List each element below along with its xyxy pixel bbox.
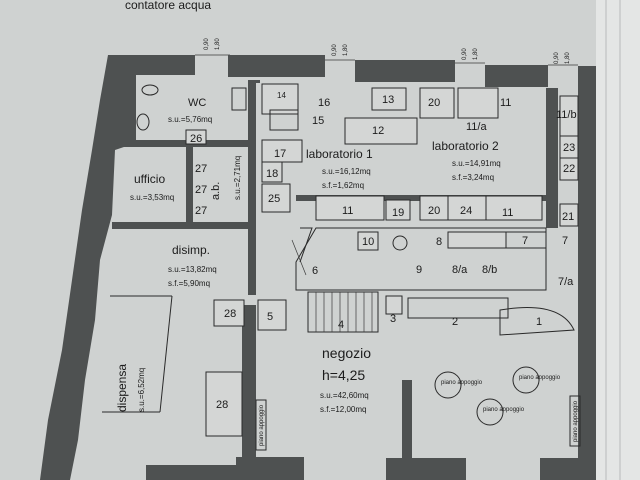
svg-text:23: 23 xyxy=(563,142,575,154)
svg-text:7/a: 7/a xyxy=(558,276,574,288)
svg-text:20: 20 xyxy=(428,97,440,109)
outer-walls xyxy=(40,55,596,480)
dispensa-shelving xyxy=(102,295,173,413)
room-disimp-area: s.u.=13,82mq xyxy=(168,265,217,274)
room-ab-name: a.b. xyxy=(210,182,222,200)
water-meter-label: contatore acqua xyxy=(125,0,211,12)
room-disimp-sf: s.f.=5,90mq xyxy=(168,279,210,288)
room-ufficio-name: ufficio xyxy=(134,172,165,186)
svg-text:0,90: 0,90 xyxy=(204,38,210,50)
svg-text:piano appoggio: piano appoggio xyxy=(573,400,579,442)
svg-text:1,80: 1,80 xyxy=(473,48,479,60)
svg-text:17: 17 xyxy=(274,148,286,160)
room-lab2-name: laboratorio 2 xyxy=(432,139,499,153)
svg-text:18: 18 xyxy=(266,168,278,180)
room-labels: WC s.u.=5,76mq ufficio s.u.=3,53mq a.b. … xyxy=(115,97,501,414)
room-ab-area: s.u.=2,71mq xyxy=(233,156,242,200)
room-negozio-sf: s.f.=12,00mq xyxy=(320,405,366,414)
room-lab1-sf: s.f.=1,62mq xyxy=(322,181,364,190)
svg-text:22: 22 xyxy=(563,163,575,175)
counter-area xyxy=(291,227,547,291)
svg-text:1,80: 1,80 xyxy=(343,44,349,56)
svg-text:11/a: 11/a xyxy=(466,121,487,133)
wc-fixtures xyxy=(136,84,247,145)
svg-text:0,90: 0,90 xyxy=(462,48,468,60)
lab1-fixtures xyxy=(261,83,579,227)
svg-text:4: 4 xyxy=(338,319,344,331)
svg-text:15: 15 xyxy=(312,115,324,127)
svg-text:8: 8 xyxy=(436,236,442,248)
fixture-numbers: 1 2 3 4 5 6 7 7 7/a 8 8/a 8/b 9 10 11 11… xyxy=(190,91,577,411)
page-edge xyxy=(596,0,640,480)
room-dispensa-area: s.u.=6,52mq xyxy=(137,368,146,412)
room-lab1-name: laboratorio 1 xyxy=(306,147,373,161)
svg-text:0,90: 0,90 xyxy=(332,44,338,56)
room-ufficio-area: s.u.=3,53mq xyxy=(130,193,174,202)
room-lab2-area: s.u.=14,91mq xyxy=(452,159,501,168)
svg-text:3: 3 xyxy=(390,313,396,325)
svg-text:1,80: 1,80 xyxy=(215,38,221,50)
room-disimp-name: disimp. xyxy=(172,243,210,257)
svg-text:7: 7 xyxy=(522,235,528,247)
svg-text:7: 7 xyxy=(562,235,568,247)
room-wc-area: s.u.=5,76mq xyxy=(168,115,212,124)
svg-text:25: 25 xyxy=(268,193,280,205)
room-lab2-sf: s.f.=3,24mq xyxy=(452,173,494,182)
svg-text:11: 11 xyxy=(342,205,353,217)
svg-text:21: 21 xyxy=(562,211,574,223)
room-lab1-area: s.u.=16,12mq xyxy=(322,167,371,176)
room-negozio-height: h=4,25 xyxy=(322,367,365,383)
room-negozio-name: negozio xyxy=(322,345,371,361)
room-negozio-area: s.u.=42,60mq xyxy=(320,391,369,400)
svg-text:2: 2 xyxy=(452,316,458,328)
svg-text:8/b: 8/b xyxy=(482,264,497,276)
svg-text:8/a: 8/a xyxy=(452,264,468,276)
svg-text:27: 27 xyxy=(195,205,207,217)
svg-text:13: 13 xyxy=(382,94,394,106)
svg-text:10: 10 xyxy=(362,236,374,248)
svg-text:5: 5 xyxy=(267,311,273,323)
svg-text:11: 11 xyxy=(500,97,511,109)
svg-text:24: 24 xyxy=(460,205,472,217)
room-dispensa-name: dispensa xyxy=(115,364,129,412)
svg-text:1,80: 1,80 xyxy=(565,52,571,64)
svg-text:piano appoggio: piano appoggio xyxy=(483,407,525,413)
svg-text:11: 11 xyxy=(502,207,513,219)
svg-text:28: 28 xyxy=(216,399,228,411)
svg-text:28: 28 xyxy=(224,308,236,320)
svg-text:16: 16 xyxy=(318,97,330,109)
small-labels: piano appoggio piano appoggio piano appo… xyxy=(259,375,579,446)
svg-text:piano appoggio: piano appoggio xyxy=(259,404,265,446)
svg-text:27: 27 xyxy=(195,163,207,175)
shop-fixtures xyxy=(205,291,581,451)
svg-text:20: 20 xyxy=(428,205,440,217)
svg-text:1: 1 xyxy=(536,316,542,328)
svg-text:0,90: 0,90 xyxy=(554,52,560,64)
svg-text:19: 19 xyxy=(392,207,404,219)
svg-text:14: 14 xyxy=(277,91,286,100)
svg-text:12: 12 xyxy=(372,125,384,137)
svg-text:26: 26 xyxy=(190,133,202,145)
svg-text:6: 6 xyxy=(312,265,318,277)
room-wc-name: WC xyxy=(188,97,206,109)
svg-text:11/b: 11/b xyxy=(556,109,577,121)
svg-text:piano appoggio: piano appoggio xyxy=(441,380,483,386)
dimension-marks: 0,90 1,80 0,90 1,80 0,90 1,80 0,90 1,80 xyxy=(195,38,578,66)
svg-text:27: 27 xyxy=(195,184,207,196)
svg-text:9: 9 xyxy=(416,264,422,276)
svg-text:piano appoggio: piano appoggio xyxy=(519,375,561,381)
